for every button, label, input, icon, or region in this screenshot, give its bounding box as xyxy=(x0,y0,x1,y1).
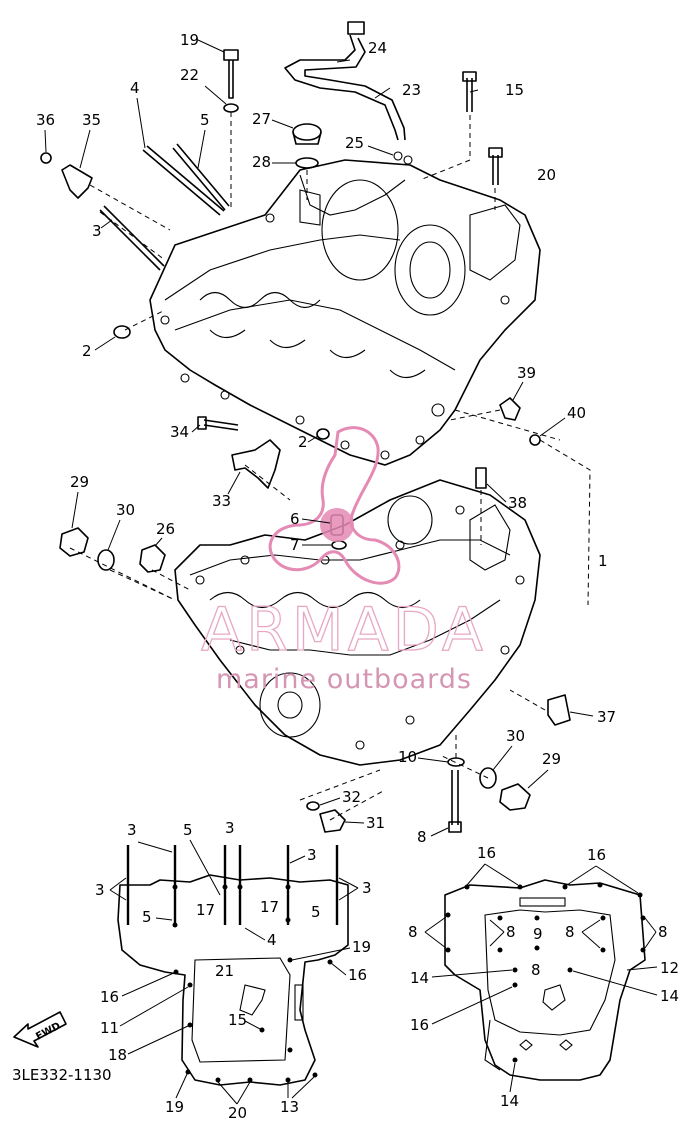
watermark-subtitle: marine outboards xyxy=(216,664,472,695)
bottom-left-view: 3 5 3 3 3 3 5 17 17 5 4 19 16 21 16 11 1… xyxy=(95,819,372,1122)
bl-callout-5a: 5 xyxy=(183,821,193,839)
br-callout-8b: 8 xyxy=(506,923,516,941)
br-callout-14b: 14 xyxy=(660,987,679,1005)
br-callout-16a: 16 xyxy=(477,844,496,862)
bl-callout-17b: 17 xyxy=(260,898,279,916)
callout-35: 35 xyxy=(82,111,101,129)
bl-callout-3c: 3 xyxy=(307,846,317,864)
fwd-arrow: FWD xyxy=(13,1011,67,1048)
callout-30: 30 xyxy=(116,501,135,519)
callout-38: 38 xyxy=(508,494,527,512)
callout-4: 4 xyxy=(130,79,140,97)
bl-callout-19a: 19 xyxy=(352,938,371,956)
bl-callout-5b: 5 xyxy=(142,908,152,926)
callout-20: 20 xyxy=(537,166,556,184)
br-callout-14a: 14 xyxy=(410,969,429,987)
bl-callout-3e: 3 xyxy=(362,879,372,897)
br-callout-16b: 16 xyxy=(587,846,606,864)
diagram-code: 3LE332-1130 xyxy=(12,1066,112,1084)
callout-8: 8 xyxy=(417,828,427,846)
br-callout-16c: 16 xyxy=(410,1016,429,1034)
bl-callout-18: 18 xyxy=(108,1046,127,1064)
callout-36: 36 xyxy=(36,111,55,129)
bl-callout-19b: 19 xyxy=(165,1098,184,1116)
bl-callout-20: 20 xyxy=(228,1104,247,1122)
callout-34: 34 xyxy=(170,423,189,441)
watermark-title: ARMADA xyxy=(201,595,487,665)
callout-27: 27 xyxy=(252,110,271,128)
callout-26: 26 xyxy=(156,520,175,538)
callout-23: 23 xyxy=(402,81,421,99)
callout-2: 2 xyxy=(82,342,92,360)
callout-37: 37 xyxy=(597,708,616,726)
callout-1: 1 xyxy=(598,552,608,570)
callout-29b: 29 xyxy=(542,750,561,768)
br-callout-9: 9 xyxy=(533,925,543,943)
bl-callout-16b: 16 xyxy=(348,966,367,984)
armada-watermark: ARMADA marine outboards xyxy=(200,426,487,695)
br-callout-8d: 8 xyxy=(658,923,668,941)
callout-6: 6 xyxy=(290,510,300,528)
callout-labels: 19 24 22 23 15 4 36 35 5 27 25 28 20 3 2… xyxy=(36,31,616,846)
callout-28: 28 xyxy=(252,153,271,171)
callout-25: 25 xyxy=(345,134,364,152)
br-callout-8c: 8 xyxy=(565,923,575,941)
bl-callout-5c: 5 xyxy=(311,903,321,921)
callout-40: 40 xyxy=(567,404,586,422)
bl-callout-16a: 16 xyxy=(100,988,119,1006)
bl-callout-21: 21 xyxy=(215,962,234,980)
lower-small-parts xyxy=(59,416,571,833)
callout-29: 29 xyxy=(70,473,89,491)
callout-33: 33 xyxy=(212,492,231,510)
callout-10: 10 xyxy=(398,748,417,766)
callout-32: 32 xyxy=(342,788,361,806)
callout-22: 22 xyxy=(180,66,199,84)
lower-crankcase xyxy=(174,479,541,766)
callout-31: 31 xyxy=(366,814,385,832)
bottom-right-view: 16 16 8 8 9 8 8 8 14 12 14 16 14 xyxy=(408,844,679,1110)
bl-callout-15: 15 xyxy=(228,1011,247,1029)
callout-19: 19 xyxy=(180,31,199,49)
bl-callout-17a: 17 xyxy=(196,901,215,919)
upper-crankcase xyxy=(149,159,541,466)
br-callout-12: 12 xyxy=(660,959,679,977)
callout-24: 24 xyxy=(368,39,387,57)
callout-2b: 2 xyxy=(298,433,308,451)
callout-30b: 30 xyxy=(506,727,525,745)
bl-callout-11: 11 xyxy=(100,1019,119,1037)
callout-7: 7 xyxy=(290,536,300,554)
callout-3: 3 xyxy=(92,222,102,240)
callout-5: 5 xyxy=(200,111,210,129)
bl-callout-3a: 3 xyxy=(127,821,137,839)
callout-39: 39 xyxy=(517,364,536,382)
callout-15: 15 xyxy=(505,81,524,99)
leader-lines xyxy=(69,59,591,821)
upper-small-parts xyxy=(40,21,541,446)
br-callout-14c: 14 xyxy=(500,1092,519,1110)
bl-callout-3d: 3 xyxy=(95,881,105,899)
bl-callout-3b: 3 xyxy=(225,819,235,837)
bl-callout-4: 4 xyxy=(267,931,277,949)
bl-callout-13: 13 xyxy=(280,1098,299,1116)
br-callout-8a: 8 xyxy=(408,923,418,941)
br-callout-8e: 8 xyxy=(531,961,541,979)
